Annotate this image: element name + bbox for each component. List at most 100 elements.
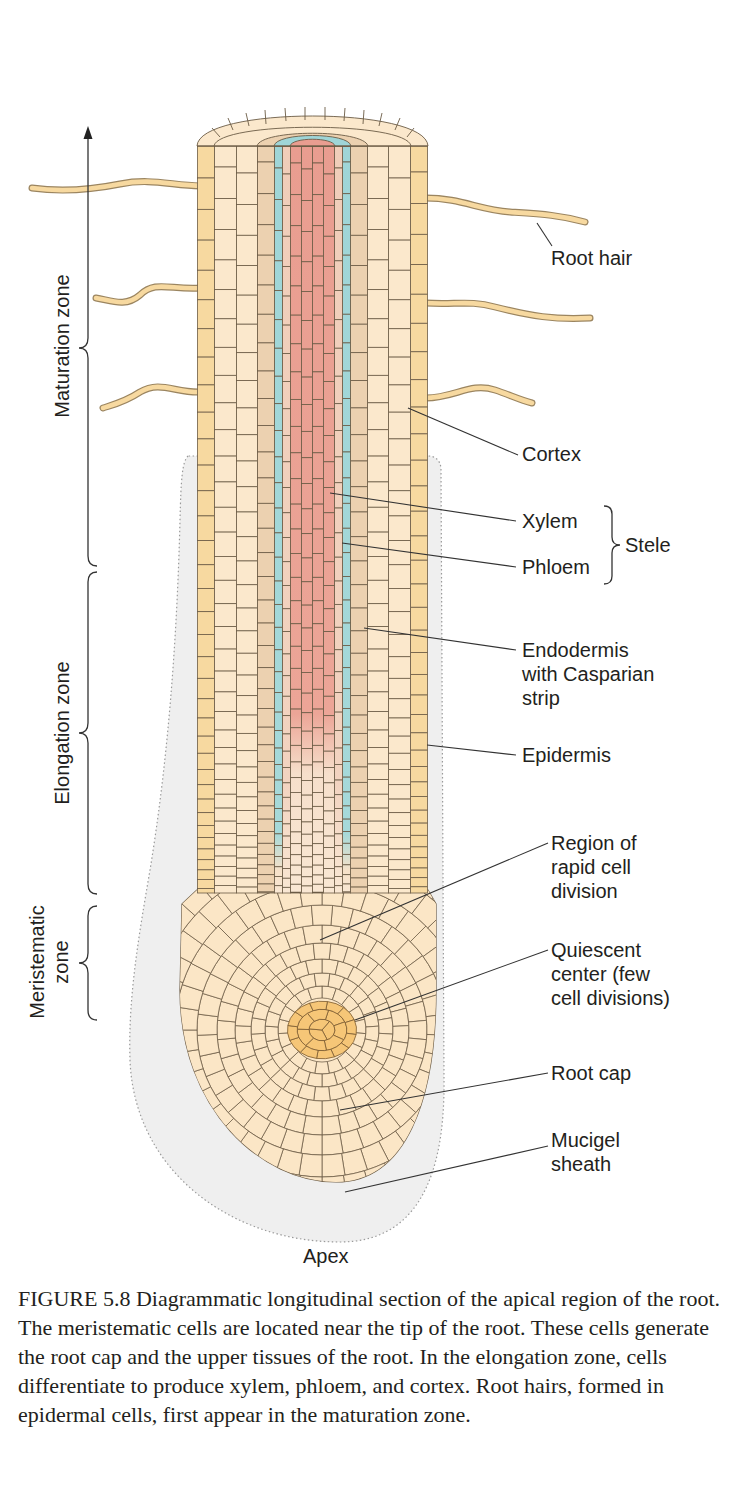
epidermis-cell xyxy=(198,825,215,837)
root-hair xyxy=(103,387,202,408)
xylem-cell xyxy=(302,582,313,605)
inner-cortex-cell xyxy=(351,512,368,537)
phloem-cell xyxy=(283,751,291,767)
xylem-cell xyxy=(324,676,335,697)
phloem-cell xyxy=(283,236,291,266)
cortex-cell xyxy=(215,556,237,580)
epidermis-cell xyxy=(411,630,428,652)
xylem-cell xyxy=(324,654,335,676)
xylem-cell xyxy=(302,749,313,765)
leader-line xyxy=(330,493,516,521)
meristem-cell xyxy=(334,1197,363,1227)
meristem-cell xyxy=(94,1043,127,1075)
cortex-cell xyxy=(237,631,258,653)
meristem-cell xyxy=(151,1116,188,1152)
xylem-cell xyxy=(313,892,324,894)
cortex-cell xyxy=(389,516,411,541)
xylem-cell xyxy=(302,731,313,748)
inner-cortex-cell xyxy=(351,381,368,408)
xylem-cell xyxy=(302,834,313,846)
meristem-cell xyxy=(134,943,169,977)
endodermis-cell xyxy=(275,867,283,877)
inner-cortex-cell xyxy=(258,854,275,864)
epidermis-cell xyxy=(198,178,215,209)
epidermis-cell xyxy=(411,584,428,607)
meristem-cell xyxy=(445,1030,469,1053)
cortex-cell xyxy=(368,375,389,402)
cortex-cell xyxy=(237,381,258,408)
epidermis-cell xyxy=(411,203,428,234)
root-hair xyxy=(424,388,532,403)
xylem-cell xyxy=(313,762,324,778)
meristem-cell xyxy=(191,1124,224,1157)
endodermis-cell xyxy=(343,528,351,552)
inner-cortex-cell xyxy=(351,824,368,836)
endodermis-cell xyxy=(343,806,351,819)
meristem-cell xyxy=(487,1118,527,1157)
cortex-cell xyxy=(215,671,237,692)
meristem-cell xyxy=(322,1153,345,1177)
cortex-cell xyxy=(215,507,237,532)
inner-cortex-cell xyxy=(258,503,275,528)
meristem-cell xyxy=(520,1015,550,1045)
meristem-cell xyxy=(380,1181,414,1216)
xylem-cell xyxy=(324,205,335,236)
phloem-cell xyxy=(335,261,343,291)
inner-cortex-cell xyxy=(351,653,368,675)
xylem-cell xyxy=(313,745,324,762)
meristem-cell xyxy=(175,1030,199,1053)
cortex-cell xyxy=(215,627,237,649)
phloem-cell xyxy=(283,858,291,868)
meristem-cell xyxy=(98,957,134,992)
cortex-cell xyxy=(215,764,237,780)
xylem-cell xyxy=(313,728,324,746)
epidermis-cell xyxy=(198,270,215,300)
inner-cortex-cell xyxy=(351,715,368,733)
meristem-cell xyxy=(197,1014,218,1035)
epidermis-cell xyxy=(411,858,428,868)
inner-cortex-cell xyxy=(351,235,368,265)
meristem-cell xyxy=(442,931,475,963)
cortex-cell xyxy=(215,794,237,808)
phloem-cell xyxy=(335,320,343,349)
meristem-cell xyxy=(441,1135,478,1172)
cortex-cell xyxy=(237,295,258,324)
xylem-cell xyxy=(324,381,335,408)
phloem-cell xyxy=(283,878,291,887)
cortex-cell xyxy=(237,608,258,631)
cortex-cell xyxy=(215,856,237,866)
endodermis-cell xyxy=(343,892,351,893)
endodermis-cell xyxy=(343,314,351,343)
phloem-cell xyxy=(283,537,291,561)
part-label: Root hair xyxy=(551,246,632,270)
inner-cortex-cell xyxy=(351,696,368,715)
xylem-cell xyxy=(291,884,302,892)
inner-cortex-cell xyxy=(258,832,275,844)
epidermis-cell xyxy=(198,879,215,888)
cortex-cell xyxy=(215,290,237,319)
xylem-cell xyxy=(291,453,302,479)
epidermis-cell xyxy=(411,323,428,351)
meristem-cell xyxy=(175,1007,199,1030)
dome-endodermis xyxy=(274,136,351,147)
epidermis-cell xyxy=(411,714,428,732)
epidermis-cell xyxy=(411,146,428,172)
xylem-cell xyxy=(291,875,302,884)
xylem-cell xyxy=(302,795,313,809)
phloem-cell xyxy=(335,291,343,320)
cortex-cell xyxy=(237,461,258,487)
xylem-cell xyxy=(313,601,324,624)
cortex-cell xyxy=(237,767,258,782)
cortex-cell xyxy=(237,204,258,235)
cortex-cell xyxy=(368,580,389,603)
xylem-cell xyxy=(291,778,302,793)
inner-cortex-cell xyxy=(258,478,275,503)
meristem-cell xyxy=(251,1018,266,1034)
meristem-cell xyxy=(490,996,519,1024)
endodermis-cell xyxy=(275,809,283,822)
epidermis-cell xyxy=(411,460,428,486)
part-label: Region of rapid cell division xyxy=(551,831,661,903)
cortex-cell xyxy=(237,824,258,836)
meristem-cell xyxy=(488,1048,519,1078)
